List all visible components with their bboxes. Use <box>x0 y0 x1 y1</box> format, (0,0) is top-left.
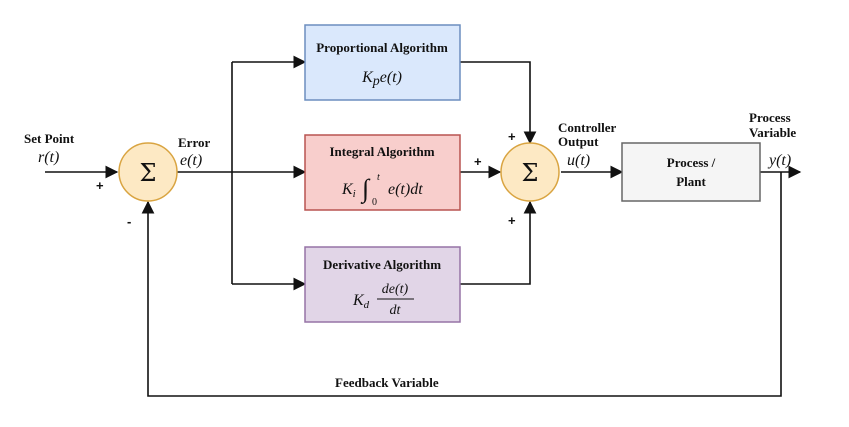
integral-lower-limit: 0 <box>372 197 377 208</box>
sum2-plus-bottom: + <box>508 213 516 228</box>
derivative-denominator: dt <box>390 303 402 318</box>
derivative-to-sum-arrow <box>460 200 537 285</box>
feedback-path-arrow <box>141 172 782 397</box>
sigma-symbol-2: Σ <box>522 159 539 187</box>
summing-junction-1: Σ <box>118 142 178 202</box>
plant-label-line2: Plant <box>676 174 706 189</box>
derivative-formula: Kd de(t) dt <box>352 282 414 318</box>
feedback-variable-label: Feedback Variable <box>335 375 439 390</box>
derivative-block: Derivative Algorithm Kd de(t) dt <box>304 246 461 323</box>
integral-title: Integral Algorithm <box>329 144 434 159</box>
derivative-title: Derivative Algorithm <box>323 257 441 272</box>
process-variable-symbol: y(t) <box>767 152 791 169</box>
process-variable-label-line2: Variable <box>749 125 796 140</box>
integral-integrand: e(t)dt <box>388 181 423 198</box>
integral-formula: Ki ∫ t 0 e(t)dt <box>341 172 423 208</box>
sigma-symbol-1: Σ <box>140 159 157 187</box>
set-point-symbol: r(t) <box>38 149 59 166</box>
controller-output-label-line1: Controller <box>558 120 616 135</box>
integral-upper-limit: t <box>377 172 380 183</box>
plant-label-line1: Process / <box>667 155 716 170</box>
process-variable-label-line1: Process <box>749 110 791 125</box>
integral-sign-icon: ∫ <box>360 174 371 204</box>
integral-block: Integral Algorithm Ki ∫ t 0 e(t)dt <box>304 134 461 211</box>
proportional-to-sum-arrow <box>460 61 537 145</box>
error-symbol: e(t) <box>180 152 202 169</box>
set-point-label: Set Point <box>24 131 75 146</box>
sum2-plus-left: + <box>474 154 482 169</box>
proportional-block: Proportional Algorithm Kpe(t) <box>304 24 461 101</box>
proportional-title: Proportional Algorithm <box>316 40 448 55</box>
controller-output-symbol: u(t) <box>567 152 590 169</box>
controller-output-label-line2: Output <box>558 134 599 149</box>
integral-gain: Ki <box>341 181 356 200</box>
summing-junction-2: Σ <box>500 142 560 202</box>
error-label: Error <box>178 135 210 150</box>
process-plant-block: Process / Plant <box>621 142 761 202</box>
derivative-gain: Kd <box>352 292 370 311</box>
proportional-formula: Kpe(t) <box>361 69 402 89</box>
sum1-plus-sign: + <box>96 178 104 193</box>
sum1-minus-sign: - <box>127 214 131 229</box>
derivative-numerator: de(t) <box>382 282 409 297</box>
sum2-plus-top: + <box>508 129 516 144</box>
